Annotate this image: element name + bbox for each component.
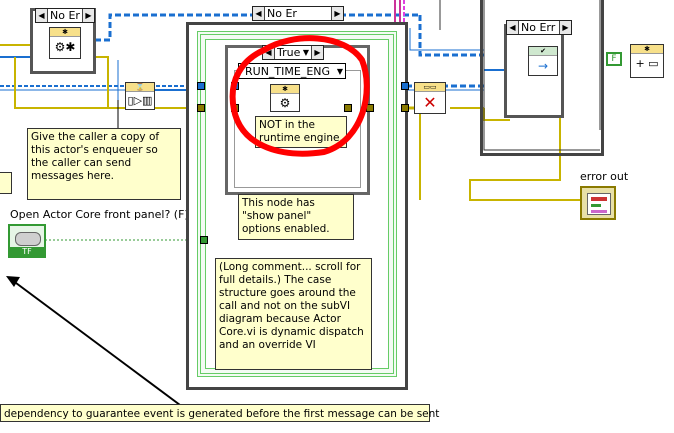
enum-constant[interactable]: F bbox=[606, 52, 622, 66]
case-selector-label: No Er bbox=[267, 7, 297, 20]
vi-header: ✱ bbox=[271, 85, 299, 94]
show-panel-comment: This node has "show panel" options enabl… bbox=[238, 194, 354, 240]
vi-header: ✱ bbox=[631, 45, 663, 54]
highlight-circle bbox=[229, 35, 370, 157]
decrement-arrow-icon[interactable]: ◀ bbox=[253, 7, 265, 20]
tunnel bbox=[200, 236, 208, 244]
error-cluster-icon[interactable] bbox=[580, 186, 616, 220]
long-comment: (Long comment... scroll for full details… bbox=[215, 258, 372, 370]
vi-header: ✱ bbox=[50, 28, 80, 37]
dropdown-arrow-icon[interactable]: ▼ bbox=[336, 66, 343, 76]
runtime-property-node[interactable]: RUN_TIME_ENG ▼ bbox=[238, 63, 346, 79]
tunnel bbox=[197, 82, 205, 90]
left-partial-node bbox=[0, 172, 12, 194]
open-core-label: Open Actor Core front panel? (F) bbox=[10, 208, 189, 221]
increment-arrow-icon[interactable]: ▶ bbox=[331, 7, 343, 20]
dropdown-arrow-icon[interactable]: ▼ bbox=[302, 48, 309, 57]
tunnel bbox=[401, 104, 409, 112]
show-panel-comment-text: This node has "show panel" options enabl… bbox=[242, 197, 330, 235]
enum-constant-label: F bbox=[611, 54, 617, 64]
case-selector-label: No Er bbox=[50, 9, 80, 22]
enqueuer-comment: Give the caller a copy of this actor's e… bbox=[27, 128, 181, 200]
runtime-property-label: RUN_TIME_ENG bbox=[245, 64, 331, 78]
case-selector-right[interactable]: ◀ No Err ▶ bbox=[506, 20, 572, 35]
case-selector-inner[interactable]: ◀ True ▼ ▶ bbox=[262, 45, 324, 60]
case-structure-top-left[interactable]: ◀ No Er ▶ ✱ ⚙✱ bbox=[30, 8, 96, 74]
long-comment-text: (Long comment... scroll for full details… bbox=[219, 261, 364, 351]
vi-header: ⌛ bbox=[126, 83, 154, 92]
dependency-comment-text: dependency to guarantee event is generat… bbox=[4, 408, 440, 420]
case-selector-label: No Err bbox=[521, 21, 556, 34]
enqueuer-icon[interactable]: ⌛ ▯▷▥ bbox=[125, 82, 155, 110]
increment-arrow-icon[interactable]: ▶ bbox=[559, 21, 571, 34]
actor-core-call-icon[interactable]: ✱ ⚙ bbox=[270, 84, 300, 112]
tunnel bbox=[344, 104, 352, 112]
send-message-icon[interactable]: ✔ → bbox=[528, 46, 558, 76]
dependency-comment: dependency to guarantee event is generat… bbox=[0, 404, 439, 422]
actor-core-icon[interactable]: ✱ ⚙✱ bbox=[49, 27, 81, 59]
actor-method-icon[interactable]: ✱ + ▭ bbox=[630, 44, 664, 78]
increment-arrow-icon[interactable]: ▶ bbox=[82, 9, 94, 22]
tunnel bbox=[197, 104, 205, 112]
decrement-arrow-icon[interactable]: ◀ bbox=[36, 9, 48, 22]
enqueuer-comment-text: Give the caller a copy of this actor's e… bbox=[31, 131, 160, 182]
boolean-control-label: TF bbox=[10, 247, 44, 256]
outer-structure-right bbox=[480, 0, 604, 156]
decrement-arrow-icon[interactable]: ◀ bbox=[507, 21, 519, 34]
increment-arrow-icon[interactable]: ▶ bbox=[311, 46, 323, 59]
not-runtime-comment: NOT in the runtime engine. bbox=[255, 116, 347, 148]
error-out-label: error out bbox=[580, 170, 629, 183]
vi-header: ✔ bbox=[529, 47, 557, 56]
merge-errors-icon[interactable]: ▭▭ ✕ bbox=[414, 82, 446, 114]
boolean-control-icon[interactable]: TF bbox=[8, 224, 46, 258]
not-runtime-comment-text: NOT in the runtime engine. bbox=[259, 119, 343, 144]
case-selector-top-left[interactable]: ◀ No Er ▶ bbox=[35, 8, 95, 23]
vi-header: ▭▭ bbox=[415, 83, 445, 92]
case-selector-label: True bbox=[277, 46, 301, 59]
case-selector-middle[interactable]: ◀ No Er ▶ bbox=[252, 6, 344, 21]
tunnel bbox=[401, 82, 409, 90]
